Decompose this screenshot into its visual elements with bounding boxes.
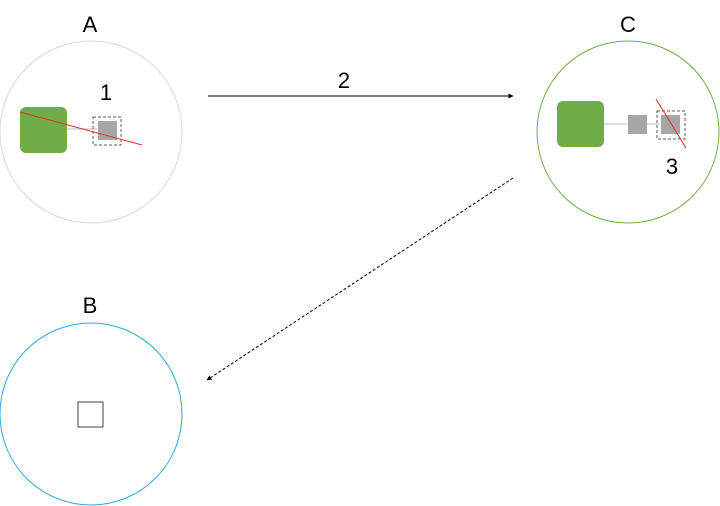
node-c-strike-line bbox=[655, 98, 687, 149]
node-a-green-block bbox=[20, 107, 67, 153]
edge-c-to-b-arrow bbox=[206, 177, 514, 381]
node-c-green-block bbox=[557, 101, 604, 147]
node-c-circle bbox=[536, 40, 720, 224]
node-b: B bbox=[0, 293, 183, 506]
node-a-strike-line bbox=[19, 111, 143, 146]
edge-c-to-b bbox=[206, 177, 514, 381]
node-c-step-label: 3 bbox=[666, 154, 678, 179]
node-b-label: B bbox=[83, 293, 98, 318]
node-a-dashed-frame bbox=[92, 116, 122, 146]
node-a-circle bbox=[0, 40, 183, 224]
node-b-empty-box bbox=[77, 401, 104, 428]
edge-a-to-c: 2 bbox=[208, 68, 514, 99]
edge-a-to-c-label: 2 bbox=[338, 68, 350, 93]
node-a-small-box bbox=[98, 121, 117, 140]
node-c-small-box-removed bbox=[661, 115, 680, 134]
node-c-small-box bbox=[628, 115, 647, 134]
node-c-dashed-frame bbox=[656, 110, 686, 140]
node-a: A 1 bbox=[0, 12, 183, 224]
node-c: C 3 bbox=[536, 12, 720, 224]
node-a-label: A bbox=[83, 12, 98, 37]
node-a-step-label: 1 bbox=[100, 80, 112, 105]
node-b-circle bbox=[0, 322, 183, 506]
node-c-label: C bbox=[620, 12, 636, 37]
